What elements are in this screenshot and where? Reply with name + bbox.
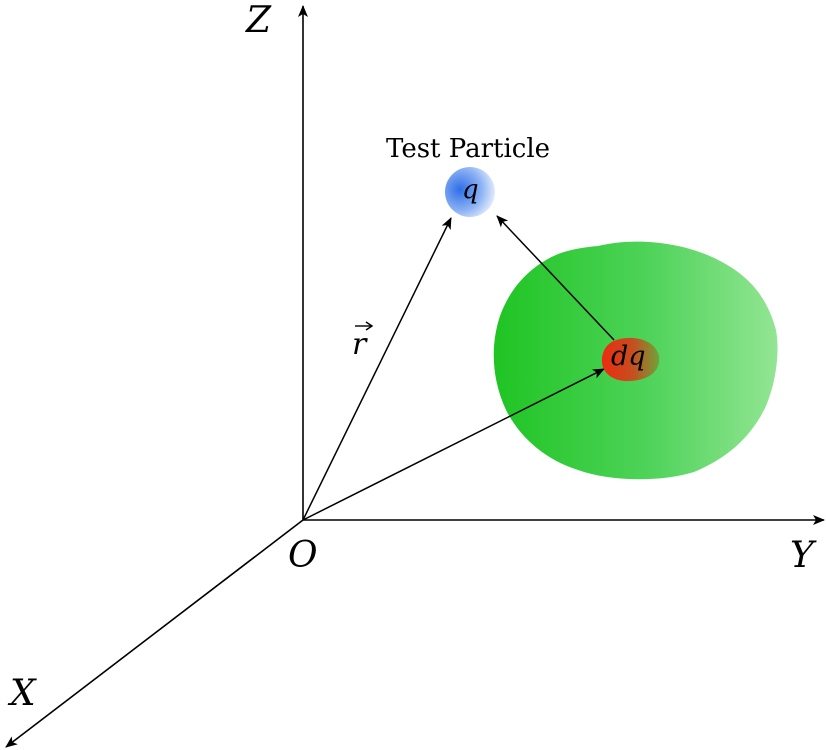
test-particle-caption: Test Particle <box>386 134 550 164</box>
x-axis-label: X <box>7 673 37 714</box>
y-axis-label: Y <box>790 535 817 576</box>
z-axis-label: Z <box>245 0 272 41</box>
x-axis <box>5 519 304 748</box>
separation-vector <box>496 215 615 341</box>
charge-element-dq <box>601 337 660 382</box>
source-position-vector <box>302 368 605 521</box>
test-particle-charge-label: q <box>462 175 479 205</box>
vector-arrow-accent <box>355 321 374 331</box>
position-vector-r <box>302 217 452 521</box>
charge-element-label: dq <box>611 341 646 372</box>
position-vector-label: r <box>352 327 368 362</box>
test-particle <box>445 167 495 217</box>
origin-label: O <box>288 535 318 576</box>
